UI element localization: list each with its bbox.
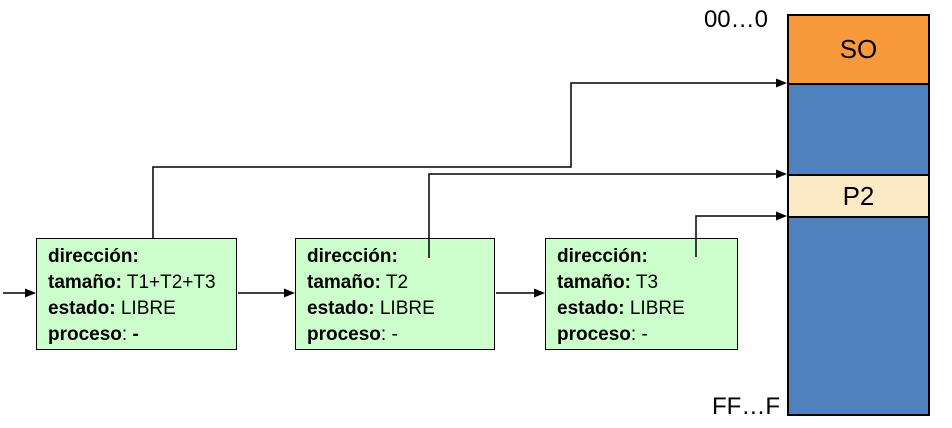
field-label: dirección: bbox=[557, 246, 648, 267]
field-estado: estado: LIBRE bbox=[48, 296, 236, 322]
field-estado: estado: LIBRE bbox=[557, 296, 737, 322]
field-estado: estado: LIBRE bbox=[307, 296, 494, 322]
field-value: : bbox=[121, 324, 133, 345]
segment-label-p2: P2 bbox=[842, 180, 875, 211]
field-label: estado: bbox=[307, 298, 375, 319]
field-label: tamaño: bbox=[48, 272, 122, 293]
field-tamano: tamaño: T3 bbox=[557, 270, 737, 296]
field-tamano: tamaño: T2 bbox=[307, 270, 494, 296]
field-value: : - bbox=[630, 324, 648, 345]
field-value: T2 bbox=[380, 272, 409, 293]
field-label: tamaño: bbox=[307, 272, 381, 293]
field-tamano: tamaño: T1+T2+T3 bbox=[48, 270, 236, 296]
field-label: tamaño: bbox=[557, 272, 631, 293]
direccion-pointer-node1 bbox=[152, 78, 787, 238]
field-label: estado: bbox=[557, 298, 625, 319]
field-proceso: proceso: - bbox=[48, 322, 236, 348]
memory-bar: SO P2 bbox=[787, 14, 930, 416]
field-value: T3 bbox=[630, 272, 659, 293]
free-list-node-3: dirección: tamaño: T3 estado: LIBRE proc… bbox=[545, 238, 738, 350]
address-label-top: 00…0 bbox=[703, 6, 768, 33]
field-proceso: proceso: - bbox=[307, 322, 494, 348]
field-label: dirección: bbox=[307, 246, 398, 267]
field-value: LIBRE bbox=[624, 298, 685, 319]
field-direccion: dirección: bbox=[557, 244, 737, 270]
address-label-bottom: FF…F bbox=[712, 393, 780, 420]
field-value: T1+T2+T3 bbox=[121, 272, 216, 293]
memory-segment-free-2 bbox=[789, 216, 928, 414]
field-direccion: dirección: bbox=[48, 244, 236, 270]
field-label: proceso bbox=[557, 324, 631, 345]
field-value-dash: - bbox=[132, 324, 139, 345]
field-value: LIBRE bbox=[374, 298, 435, 319]
field-value: : - bbox=[380, 324, 398, 345]
memory-segment-so: SO bbox=[789, 16, 928, 83]
field-direccion: dirección: bbox=[307, 244, 494, 270]
free-list-node-2: dirección: tamaño: T2 estado: LIBRE proc… bbox=[295, 238, 495, 350]
field-proceso: proceso: - bbox=[557, 322, 737, 348]
field-label: proceso bbox=[48, 324, 122, 345]
field-label: estado: bbox=[48, 298, 116, 319]
field-label: proceso bbox=[307, 324, 381, 345]
field-label: dirección: bbox=[48, 246, 139, 267]
memory-segment-p2: P2 bbox=[789, 174, 928, 216]
free-list-node-1: dirección: tamaño: T1+T2+T3 estado: LIBR… bbox=[36, 238, 237, 350]
field-value: LIBRE bbox=[115, 298, 176, 319]
segment-label-so: SO bbox=[839, 34, 878, 64]
memory-segment-free-1 bbox=[789, 83, 928, 174]
